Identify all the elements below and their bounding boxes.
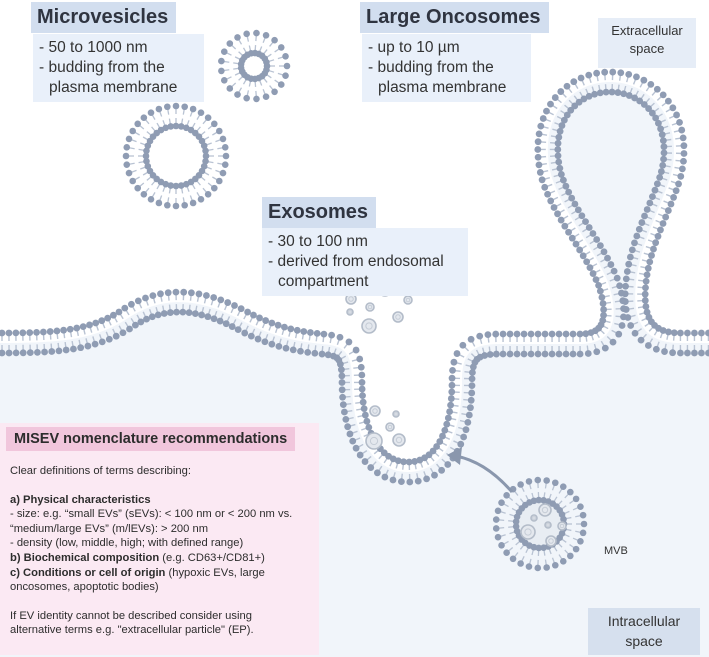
misev-c-heading: c) Conditions or cell of origin bbox=[10, 566, 166, 579]
oncosomes-size: - up to 10 µm bbox=[368, 39, 460, 56]
misev-b-text: (e.g. CD63+/CD81+) bbox=[159, 551, 265, 564]
intracellular-space-label: Intracellular space bbox=[588, 608, 700, 655]
extracellular-label-line1: Extracellular bbox=[611, 23, 683, 38]
exosomes-origin-line2: compartment bbox=[278, 273, 369, 290]
misev-title: MISEV nomenclature recommendations bbox=[6, 427, 296, 451]
microvesicles-description: - 50 to 1000 nm - budding from the plasm… bbox=[33, 34, 204, 102]
misev-c-text: (hypoxic EVs, large bbox=[165, 566, 265, 579]
exosomes-origin-line1: - derived from endosomal bbox=[268, 253, 444, 270]
oncosomes-origin-line1: - budding from the bbox=[368, 59, 494, 76]
misev-footer-line2: alternative terms e.g. "extracellular pa… bbox=[10, 624, 254, 637]
mvb-fusion-arrowhead bbox=[447, 447, 462, 465]
microvesicles-origin-line1: - budding from the bbox=[39, 59, 165, 76]
misev-spacer bbox=[10, 479, 315, 493]
misev-footer-line1: If EV identity cannot be described consi… bbox=[10, 609, 252, 622]
intracellular-label-line2: space bbox=[625, 633, 663, 649]
misev-c-line2: oncosomes, apoptotic bodies) bbox=[10, 581, 159, 594]
mvb-fusion-arrow bbox=[455, 454, 514, 493]
mvb-label: MVB bbox=[604, 545, 628, 557]
misev-a-heading: a) Physical characteristics bbox=[10, 493, 315, 508]
misev-a-line2: “medium/large EVs” (m/lEVs): > 200 nm bbox=[10, 522, 209, 535]
misev-c-line: c) Conditions or cell of origin (hypoxic… bbox=[10, 566, 315, 581]
misev-a-line1: - size: e.g. “small EVs” (sEVs): < 100 n… bbox=[10, 508, 293, 521]
exosomes-title: Exosomes bbox=[262, 197, 377, 228]
lipid-head-layer bbox=[0, 29, 709, 572]
oncosomes-description: - up to 10 µm - budding from the plasma … bbox=[362, 34, 531, 102]
oncosomes-origin-line2: plasma membrane bbox=[378, 79, 507, 96]
misev-recommendations-box: MISEV nomenclature recommendations Clear… bbox=[0, 423, 319, 655]
microvesicle-large bbox=[122, 102, 230, 210]
microvesicles-title: Microvesicles bbox=[31, 2, 177, 33]
oncosomes-title: Large Oncosomes bbox=[360, 2, 549, 33]
microvesicles-size: - 50 to 1000 nm bbox=[39, 39, 148, 56]
extracellular-label-line2: space bbox=[629, 41, 665, 56]
exosomes-size: - 30 to 100 nm bbox=[268, 233, 368, 250]
misev-b-heading: b) Biochemical composition bbox=[10, 551, 160, 564]
exosomes-description: - 30 to 100 nm - derived from endosomal … bbox=[262, 228, 468, 296]
misev-a-line3: - density (low, middle, high; with defin… bbox=[10, 537, 244, 550]
misev-body: Clear definitions of terms describing: a… bbox=[10, 464, 315, 638]
intracellular-label-line1: Intracellular bbox=[607, 613, 681, 629]
microvesicle-small bbox=[218, 29, 291, 103]
misev-a-heading-text: a) Physical characteristics bbox=[10, 493, 151, 506]
microvesicles-origin-line2: plasma membrane bbox=[49, 79, 178, 96]
misev-intro: Clear definitions of terms describing: bbox=[10, 465, 191, 477]
misev-b-line: b) Biochemical composition (e.g. CD63+/C… bbox=[10, 551, 315, 566]
misev-spacer-2 bbox=[10, 595, 315, 609]
extracellular-space-label: Extracellular space bbox=[598, 18, 696, 68]
